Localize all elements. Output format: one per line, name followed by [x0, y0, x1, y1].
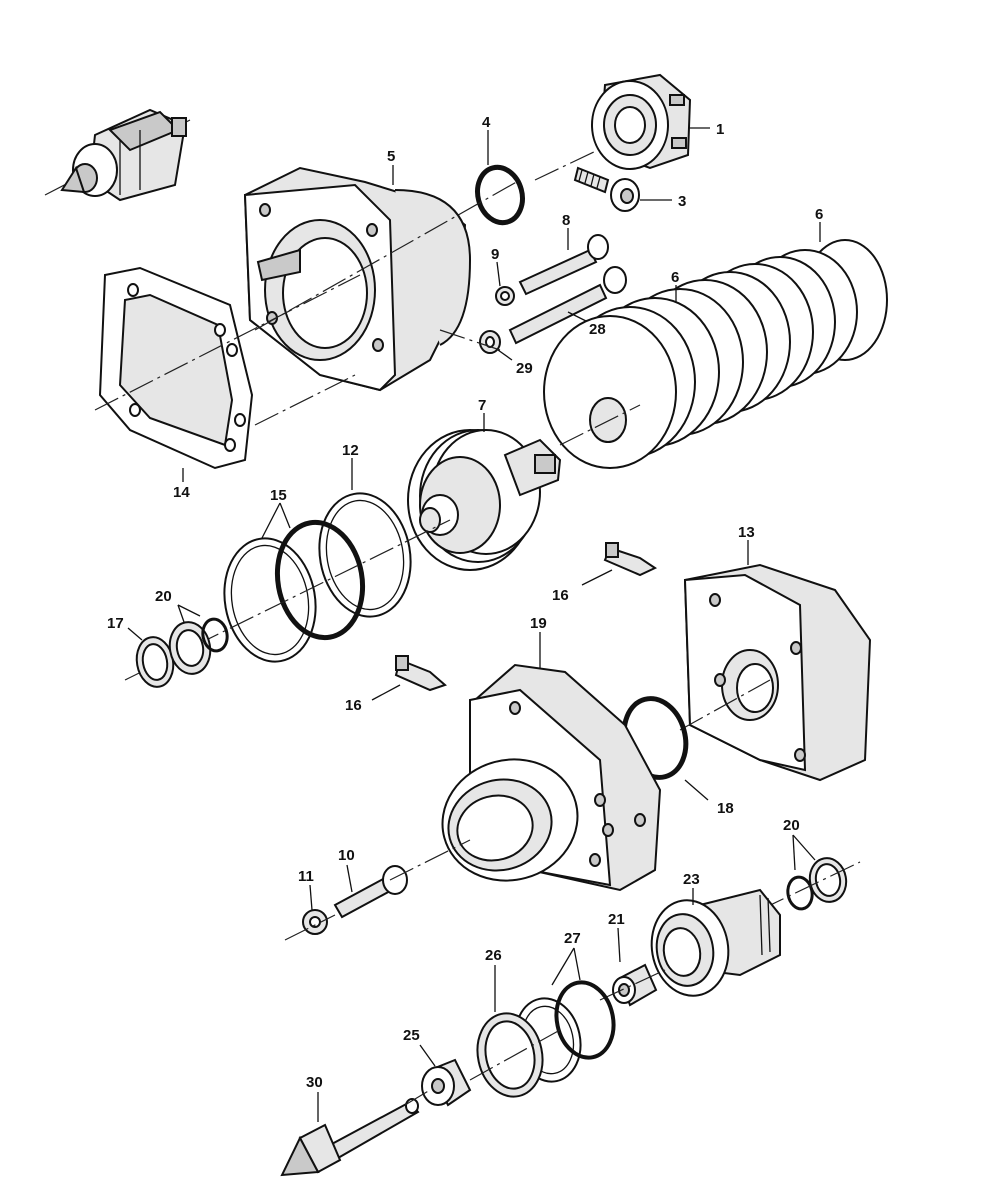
callout-6-stack: 6 — [671, 269, 679, 286]
callout-7: 7 — [478, 397, 486, 414]
callout-29: 29 — [516, 360, 533, 377]
callout-27: 27 — [564, 930, 581, 947]
part-23-chuck-guide — [650, 888, 781, 997]
part-3-cap-screw — [573, 166, 672, 212]
part-1-drive-flange — [534, 73, 710, 181]
callout-13: 13 — [738, 524, 755, 541]
callout-3: 3 — [678, 193, 686, 210]
part-12-ring — [318, 458, 412, 618]
callout-21: 21 — [608, 911, 625, 928]
callout-10: 10 — [338, 847, 355, 864]
part-19-cylinder-body — [441, 632, 662, 892]
part-14-gasket — [94, 266, 361, 482]
callout-23: 23 — [683, 871, 700, 888]
callout-25: 25 — [403, 1027, 420, 1044]
callout-28: 28 — [589, 321, 606, 338]
callout-20-left: 20 — [155, 588, 172, 605]
callout-labels: 1 3 4 5 6 6 7 8 9 10 11 12 13 14 15 16 1… — [107, 114, 823, 1091]
callout-8: 8 — [562, 212, 570, 229]
callout-17: 17 — [107, 615, 124, 632]
callout-18: 18 — [717, 800, 734, 817]
callout-6-top: 6 — [815, 206, 823, 223]
part-11-washer — [284, 884, 336, 941]
callout-14: 14 — [173, 484, 190, 501]
part-13-end-cover — [679, 540, 872, 782]
part-15-seal-set — [124, 502, 451, 681]
callout-19: 19 — [530, 615, 547, 632]
part-21-bushing — [599, 927, 666, 1007]
part-30-tool-bit — [280, 1089, 431, 1177]
part-20-rings-right — [759, 834, 861, 911]
part-16-grease-nipple-lower — [371, 655, 447, 701]
part-26-seal — [469, 965, 561, 1098]
part-17-retaining-ring — [127, 627, 175, 688]
callout-15: 15 — [270, 487, 287, 504]
callout-9: 9 — [491, 246, 499, 263]
part-7-piston — [407, 413, 562, 571]
part-28-long-bolt — [508, 266, 627, 345]
callout-20-right: 20 — [783, 817, 800, 834]
callout-26: 26 — [485, 947, 502, 964]
callout-30: 30 — [306, 1074, 323, 1091]
part-25-bushing — [419, 1044, 472, 1107]
part-20-rings-left — [168, 604, 229, 675]
part-16-grease-nipple-upper — [581, 542, 658, 586]
part-9-washer — [495, 261, 515, 306]
callout-16-lower: 16 — [345, 697, 362, 714]
callout-1: 1 — [716, 121, 724, 138]
part-29-washer — [439, 329, 513, 361]
assembly-thumbnail — [44, 108, 191, 202]
callout-5: 5 — [387, 148, 395, 165]
callout-4: 4 — [482, 114, 491, 131]
part-10-screw — [333, 839, 471, 919]
part-6-disc-spring-stack — [543, 222, 888, 469]
part-4-o-ring — [475, 130, 525, 226]
callout-12: 12 — [342, 442, 359, 459]
callout-11: 11 — [298, 868, 314, 885]
callout-16-upper: 16 — [552, 587, 569, 604]
part-8-long-bolt — [518, 228, 609, 296]
